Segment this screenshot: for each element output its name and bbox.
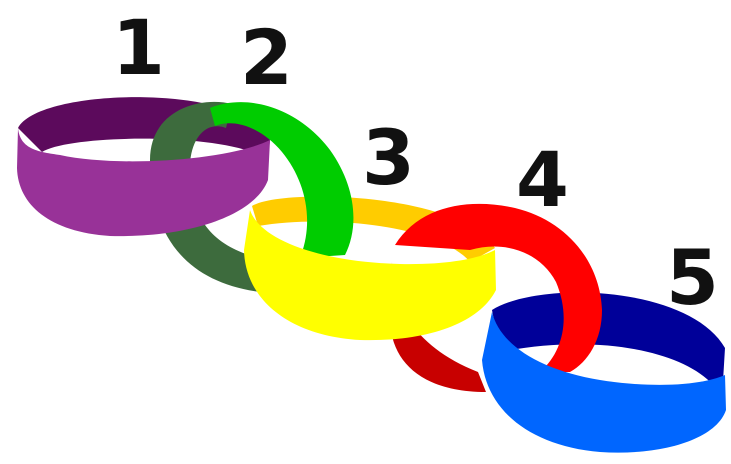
ring-1-number: 1 <box>112 3 165 92</box>
ring-3-number: 3 <box>362 113 415 202</box>
ring-2-number: 2 <box>240 13 293 102</box>
ring-4-number: 4 <box>516 135 569 224</box>
ring-5-number: 5 <box>666 233 719 322</box>
